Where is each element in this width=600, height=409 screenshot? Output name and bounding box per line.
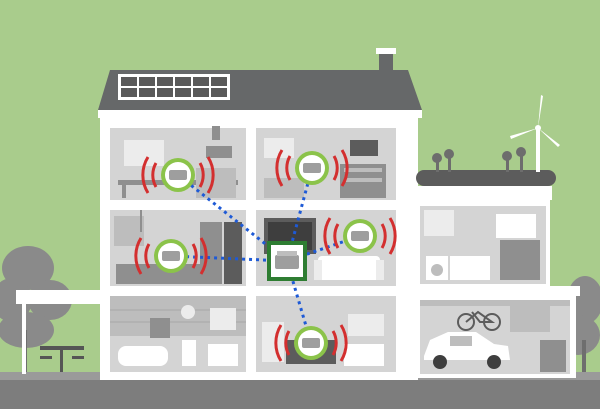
powerline-adapter-icon bbox=[169, 170, 187, 180]
powerline-adapter-icon bbox=[302, 338, 320, 348]
solar-panel-icon bbox=[118, 74, 230, 100]
node-bedroom bbox=[275, 149, 349, 187]
node-living bbox=[323, 217, 397, 255]
room-garage bbox=[420, 300, 570, 374]
ground bbox=[0, 378, 600, 409]
room-laundry bbox=[420, 206, 546, 284]
powerline-adapter-icon bbox=[162, 251, 180, 261]
patio bbox=[16, 290, 104, 374]
signal-waves bbox=[274, 324, 348, 362]
powerline-adapter-icon bbox=[351, 231, 369, 241]
sofa-icon bbox=[314, 256, 384, 280]
node-office bbox=[141, 156, 215, 194]
signal-waves bbox=[134, 237, 208, 275]
washing-machine-icon bbox=[426, 256, 448, 280]
signal-waves bbox=[141, 156, 215, 194]
link-hub-kitchen bbox=[170, 254, 288, 263]
signal-waves bbox=[275, 149, 349, 187]
signal-waves bbox=[323, 217, 397, 255]
rooftop-garden bbox=[416, 147, 556, 186]
room-bathroom bbox=[110, 296, 246, 372]
node-kitchen bbox=[134, 237, 208, 275]
router-icon bbox=[275, 255, 299, 269]
chimney-icon bbox=[379, 52, 393, 72]
wind-turbine-icon bbox=[510, 95, 560, 172]
floor-slabs bbox=[100, 118, 418, 380]
car-icon bbox=[424, 332, 510, 369]
node-basement bbox=[274, 324, 348, 362]
bathtub-icon bbox=[118, 346, 168, 366]
powerline-adapter-icon bbox=[303, 163, 321, 173]
bicycle-icon bbox=[457, 310, 501, 331]
network-hub bbox=[267, 241, 307, 281]
